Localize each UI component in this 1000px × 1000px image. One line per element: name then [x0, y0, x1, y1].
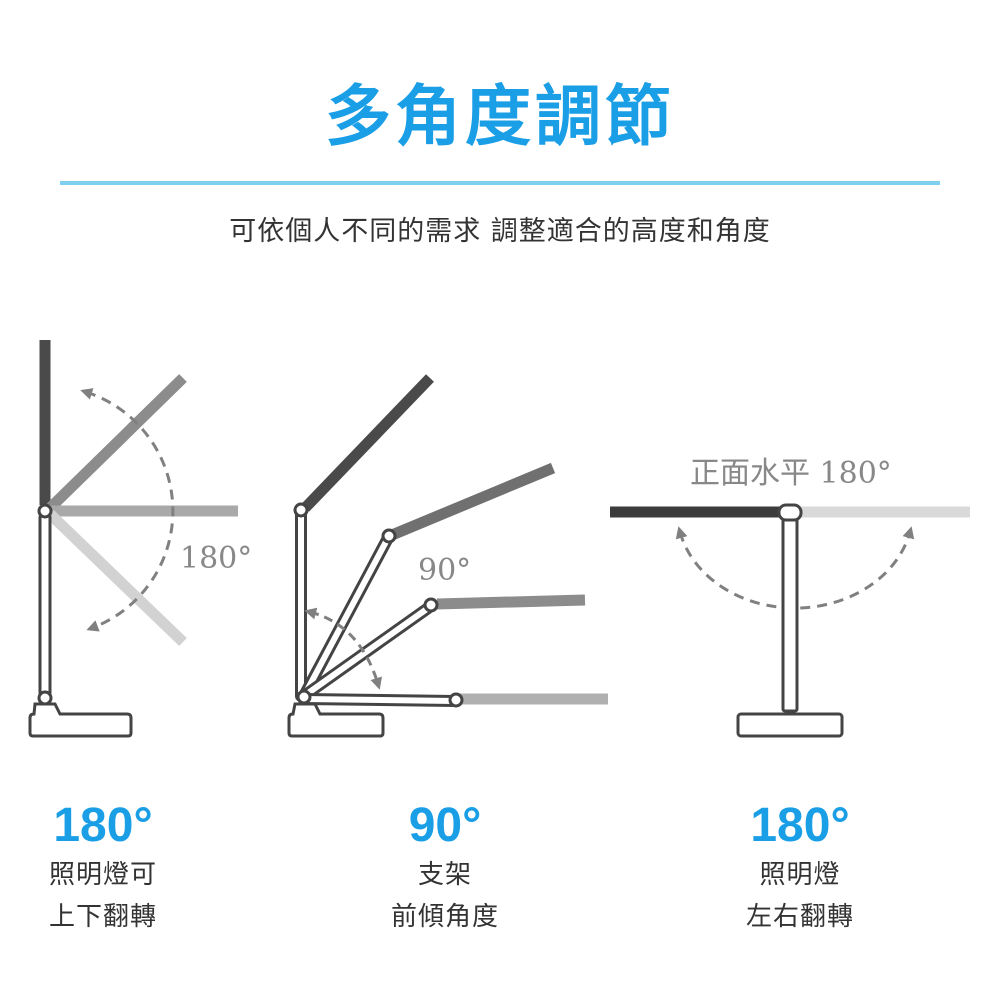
lamp-head-pos1 [301, 374, 434, 512]
caption-right: 180° 照明燈 左右翻轉 [650, 798, 950, 938]
caption-line-2: 上下翻轉 [48, 902, 157, 932]
caption-angle: 90° [408, 799, 482, 852]
lamp-joint-1 [293, 502, 309, 518]
left-angle-label: 180° [180, 541, 252, 576]
lamp-joint-2 [381, 528, 397, 544]
lamp-middle: 90° [287, 374, 608, 738]
caption-line-2: 左右翻轉 [745, 902, 854, 932]
caption-line-2: 前傾角度 [390, 902, 499, 932]
caption-left: 180° 照明燈可 上下翻轉 [0, 798, 253, 938]
caption-angle: 180° [53, 799, 153, 852]
lamp-left: 180° [28, 340, 252, 738]
lamp-stem [38, 513, 52, 697]
rotation-arc-arrow [675, 526, 915, 610]
caption-angle: 180° [750, 799, 850, 852]
lamp-base [287, 702, 385, 738]
middle-angle-label: 90° [418, 553, 471, 588]
page-subtitle: 可依個人不同的需求 調整適合的高度和角度 [229, 216, 771, 247]
lamp-head-pos2 [389, 462, 556, 541]
lamp-joint-4 [448, 692, 464, 708]
right-angle-label: 正面水平 180° [690, 456, 892, 491]
caption-line-1: 支架 [417, 860, 472, 890]
lamp-head-down-45 [46, 510, 187, 646]
page-title: 多角度調節 [325, 78, 675, 155]
tilt-arc-arrow [304, 607, 382, 690]
lamp-right: 正面水平 180° [610, 456, 970, 738]
title-divider [60, 181, 940, 185]
lamp-joint-top [37, 503, 53, 519]
rotation-arc-arrow [80, 388, 175, 632]
caption-line-1: 照明燈 [759, 860, 841, 890]
lamp-stem [781, 515, 799, 713]
caption-line-1: 照明燈可 [48, 860, 157, 890]
lamp-head-joint [777, 503, 803, 522]
lamp-head-up-45 [46, 374, 187, 512]
lamp-joint-bottom [37, 690, 53, 706]
lamp-head-pos3 [436, 594, 586, 610]
lamp-base [28, 702, 133, 738]
lamp-stem-pos4-inner [301, 696, 458, 704]
lamp-base [736, 712, 844, 738]
lamp-joint-3 [423, 597, 439, 613]
caption-middle: 90° 支架 前傾角度 [295, 798, 595, 938]
lamp-joint-base [296, 689, 312, 705]
